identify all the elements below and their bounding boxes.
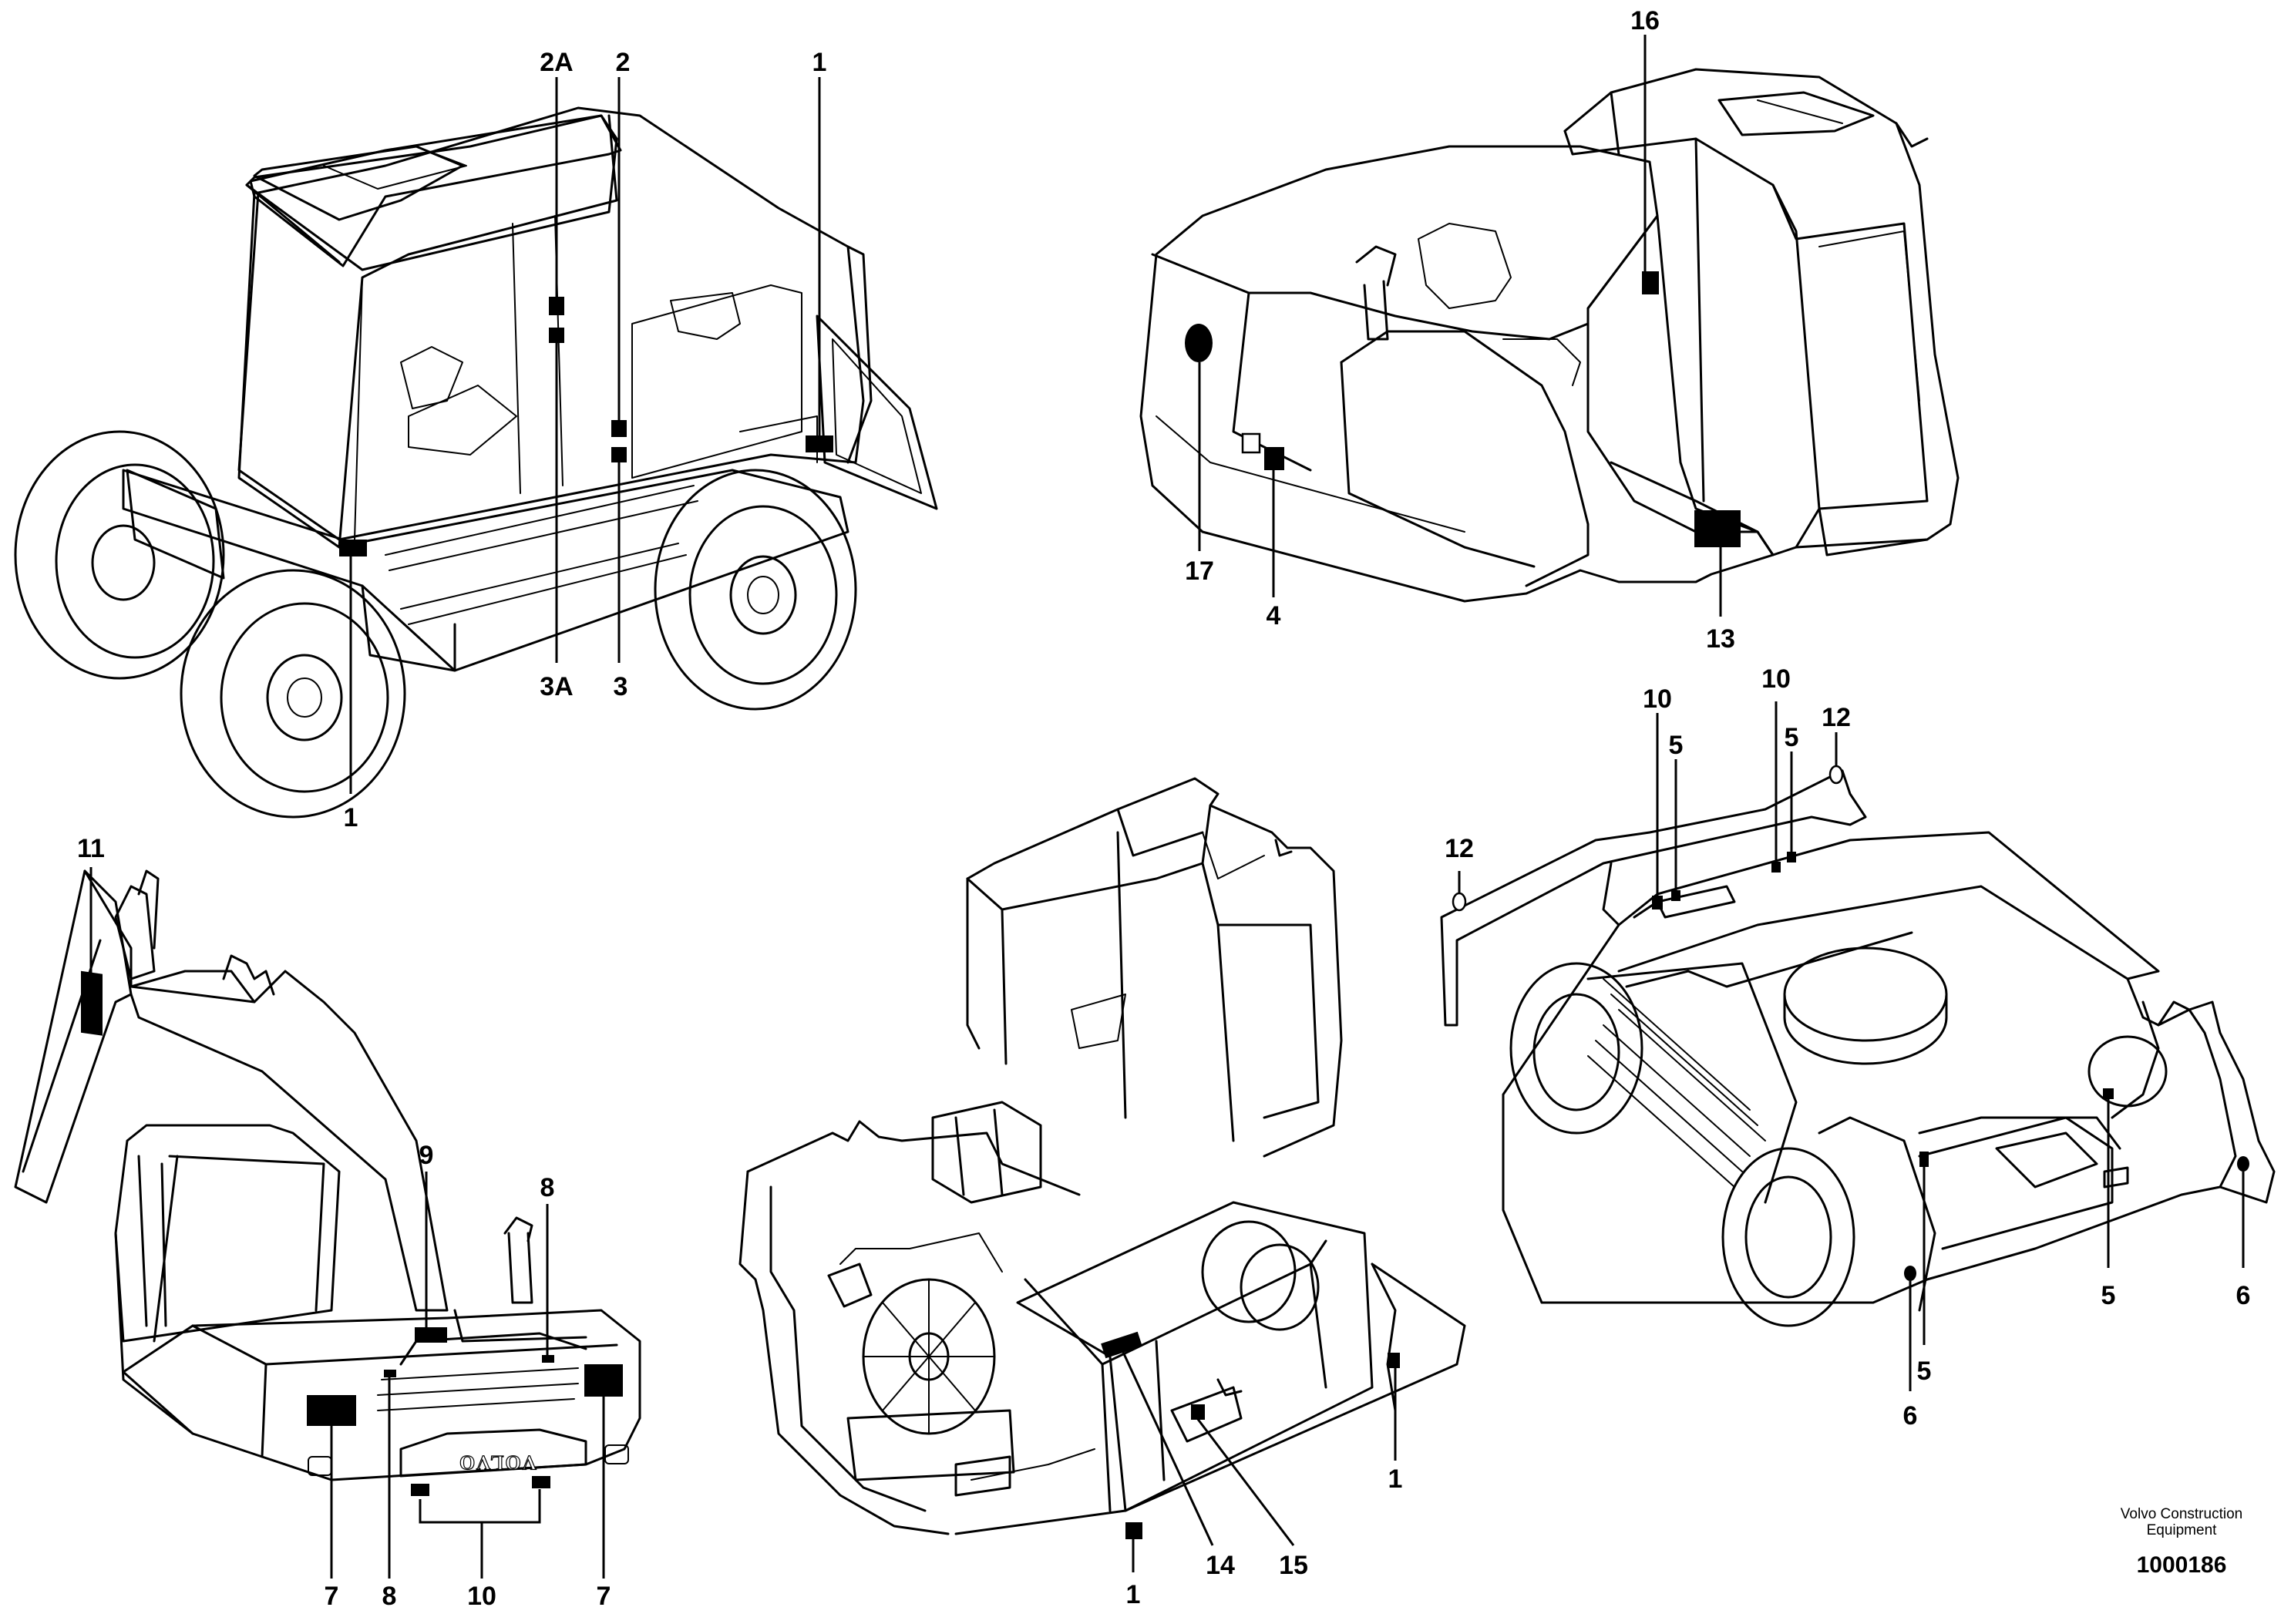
label-10-b: 10 <box>1761 664 1791 694</box>
decal-3A <box>549 328 564 343</box>
label-7-right: 7 <box>597 1582 611 1611</box>
decal-6-right <box>2237 1156 2249 1172</box>
view-undercarriage: 10 5 10 5 12 12 5 6 5 6 <box>1440 664 2276 1431</box>
label-12-left: 12 <box>1445 834 1474 863</box>
label-10-a: 10 <box>1643 684 1672 714</box>
label-3A: 3A <box>540 672 573 701</box>
decal-5b <box>1787 852 1796 862</box>
label-1-bottom: 1 <box>344 803 358 832</box>
decal-10b <box>1771 862 1781 873</box>
decal-12-right <box>1828 765 1844 785</box>
decal-8-right <box>542 1355 554 1363</box>
label-2: 2 <box>616 48 631 77</box>
decal-2A <box>549 297 564 315</box>
view-cab-left-side: 2A 2 1 3A 3 1 <box>14 48 938 832</box>
label-1-engine-bottom: 1 <box>1126 1580 1141 1609</box>
decal-3 <box>611 447 627 462</box>
label-1-engine-right: 1 <box>1388 1464 1403 1494</box>
decal-5a <box>1671 890 1680 901</box>
drawing-id: 1000186 <box>2137 1552 2227 1578</box>
label-5-d: 5 <box>1917 1357 1932 1386</box>
decal-2 <box>611 420 627 437</box>
label-5-b: 5 <box>1785 723 1799 752</box>
decal-10-right <box>532 1476 550 1488</box>
decal-7-right <box>584 1364 623 1397</box>
decal-1-rear <box>806 435 833 452</box>
brand-block: Volvo Construction Equipment 1000186 <box>2121 1506 2242 1578</box>
decal-11 <box>81 970 103 1036</box>
decal-9 <box>415 1327 447 1343</box>
view-engine-bay: 14 15 1 1 <box>738 777 1466 1609</box>
decal-1-right <box>1388 1353 1400 1368</box>
decal-15 <box>1191 1404 1205 1420</box>
label-6-bottom: 6 <box>1903 1401 1918 1431</box>
decal-12-left <box>1452 892 1467 912</box>
brand-line-1: Volvo Construction <box>2121 1506 2242 1522</box>
label-1-top: 1 <box>812 48 827 77</box>
label-10: 10 <box>467 1582 496 1611</box>
decal-5c <box>2103 1088 2114 1099</box>
decal-13 <box>1694 510 1741 547</box>
decal-6-low <box>1904 1266 1916 1281</box>
decal-4-white <box>1241 432 1261 454</box>
label-8-top: 8 <box>540 1173 555 1202</box>
decal-10a <box>1652 896 1663 910</box>
label-15: 15 <box>1279 1551 1308 1580</box>
label-4: 4 <box>1267 601 1281 630</box>
label-3: 3 <box>614 672 628 701</box>
decal-8-left <box>384 1370 396 1377</box>
label-9: 9 <box>419 1141 434 1170</box>
label-6-right: 6 <box>2236 1281 2251 1310</box>
decal-17 <box>1185 324 1213 362</box>
label-5-a: 5 <box>1669 731 1684 760</box>
decal-10-left <box>411 1484 429 1496</box>
label-7-left: 7 <box>325 1582 339 1611</box>
decal-1-front <box>339 540 367 556</box>
decal-1-low <box>1125 1522 1142 1539</box>
label-5-c: 5 <box>2101 1281 2116 1310</box>
view-boom-rear: VOLVO 11 9 8 7 8 10 7 <box>14 834 641 1611</box>
decal-5d <box>1919 1152 1929 1167</box>
label-14: 14 <box>1206 1551 1235 1580</box>
volvo-logo-text: VOLVO <box>458 1451 537 1474</box>
view-cab-rear: 16 17 4 13 <box>1139 6 1960 654</box>
label-13: 13 <box>1706 624 1735 654</box>
label-11: 11 <box>77 834 105 863</box>
decal-7-left <box>307 1395 356 1426</box>
label-8-bottom: 8 <box>382 1582 397 1611</box>
label-12-right: 12 <box>1822 703 1851 732</box>
label-16: 16 <box>1630 6 1660 35</box>
decal-4 <box>1264 447 1284 470</box>
label-2A: 2A <box>540 48 573 77</box>
decal-14 <box>1101 1331 1142 1359</box>
label-17: 17 <box>1185 556 1214 586</box>
brand-line-2: Equipment <box>2147 1522 2218 1538</box>
